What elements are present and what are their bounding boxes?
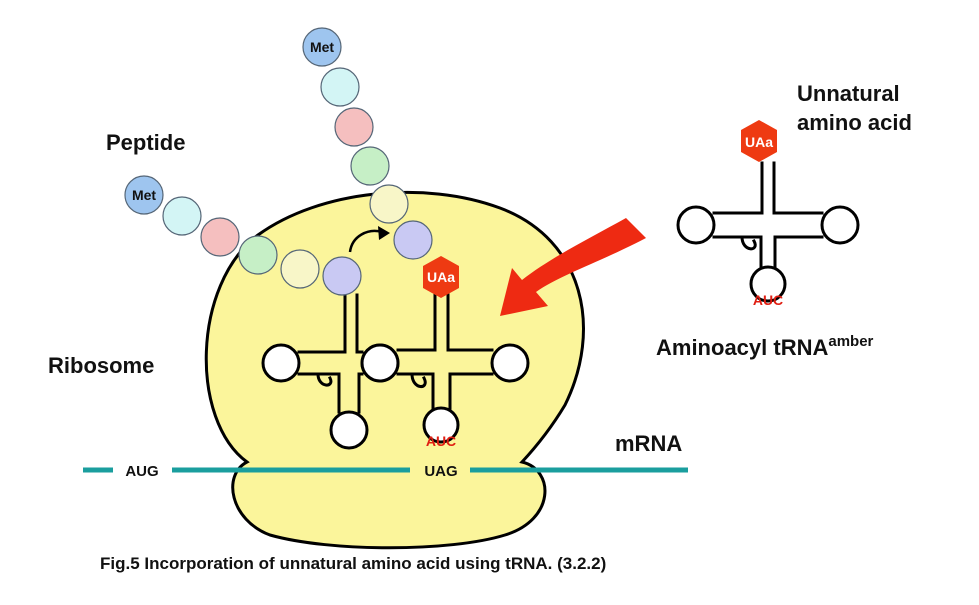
label-mrna: mRNA (615, 431, 682, 456)
bead-met-upper (302, 27, 342, 67)
bead-pink (200, 217, 240, 257)
label-aminoacyl-sup: amber (828, 333, 873, 350)
label-ribosome: Ribosome (48, 353, 154, 378)
bead-met-lower (124, 175, 164, 215)
peptide-transfer-arrow (348, 226, 390, 253)
label-unnatural-line2: amino acid (797, 110, 912, 135)
bead-cream (280, 249, 320, 289)
bead-cream (369, 184, 409, 224)
trna-a-site (360, 293, 530, 444)
met-label-upper: Met (310, 39, 334, 55)
met-label-lower: Met (132, 187, 156, 203)
anticodon-auc-free: AUC (753, 292, 783, 308)
bead-green (350, 146, 390, 186)
uaa-label-free: UAa (745, 134, 773, 150)
bead-pink (334, 107, 374, 147)
codon-uag: UAG (424, 463, 457, 480)
trna-free (676, 161, 860, 303)
anticodon-auc-ribosome: AUC (426, 433, 456, 449)
bead-purple (393, 220, 433, 260)
unnatural-amino-acid-hexagon-free (741, 120, 777, 162)
label-unnatural-line1: Unnatural (797, 81, 900, 106)
codon-aug: AUG (125, 463, 158, 480)
bead-green (238, 235, 278, 275)
label-aminoacyl-main: Aminoacyl tRNA (656, 335, 828, 360)
bead-cyan (320, 67, 360, 107)
label-aminoacyl-trna: Aminoacyl tRNAamber (656, 333, 874, 360)
figure-caption: Fig.5 Incorporation of unnatural amino a… (100, 554, 606, 573)
entry-arrow (500, 218, 646, 316)
bead-purple (322, 256, 362, 296)
unnatural-amino-acid-hexagon-ribosome (423, 256, 459, 298)
label-peptide: Peptide (106, 130, 185, 155)
peptide-chain-upper (302, 27, 433, 260)
bead-cyan (162, 196, 202, 236)
peptide-chain-lower (124, 175, 362, 296)
uaa-label-ribosome: UAa (427, 269, 455, 285)
